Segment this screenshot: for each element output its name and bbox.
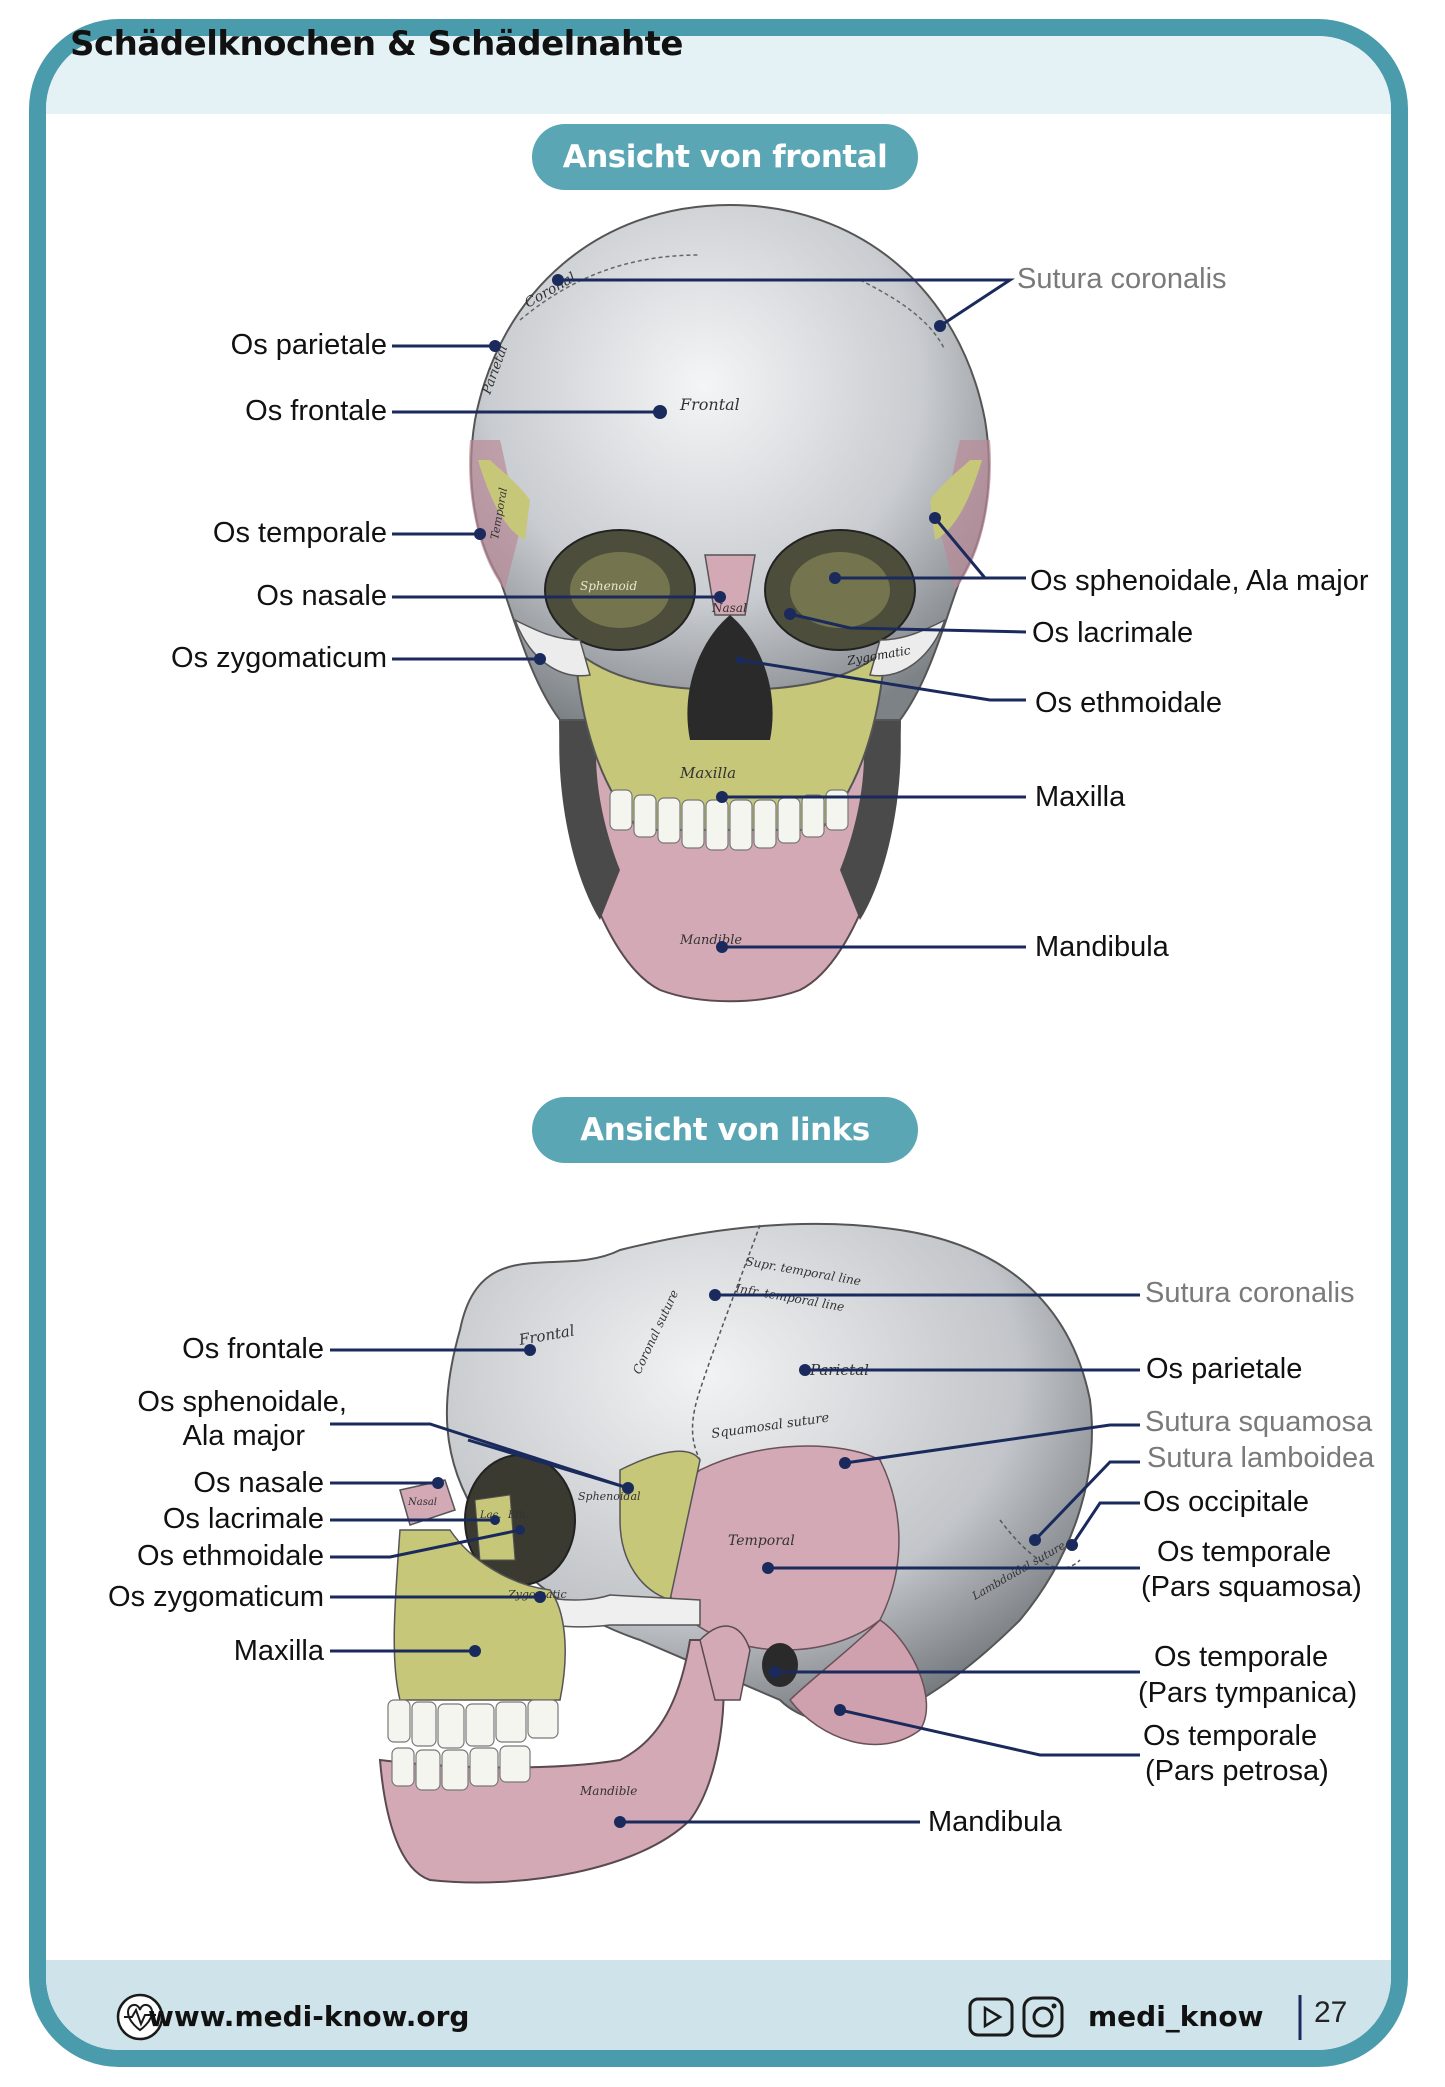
youtube-icon[interactable] — [968, 1997, 1014, 2037]
frontal-leader-dots — [474, 274, 946, 953]
label-frontal-os-lacrimale: Os lacrimale — [1032, 617, 1194, 649]
page-title: Schädelknochen & Schädelnahte — [70, 24, 683, 64]
label-left-temporale-tympanica-line1: Os temporale — [1154, 1641, 1329, 1673]
section-heading-frontal: Ansicht von frontal — [532, 124, 918, 190]
label-left-os-parietale: Os parietale — [1146, 1353, 1303, 1385]
lateral-skull: Frontal Parietal Temporal Squamosal sutu… — [378, 1222, 1093, 1884]
label-frontal-os-temporale: Os temporale — [212, 517, 387, 549]
label-left-maxilla: Maxilla — [233, 1635, 324, 1667]
label-left-os-sphenoidale-line2: Ala major — [182, 1420, 306, 1452]
label-left-os-zygomaticum: Os zygomaticum — [108, 1581, 324, 1613]
engraved-frontal: Frontal — [679, 395, 740, 414]
label-left-temporale-squamosa-line2: (Pars squamosa) — [1141, 1571, 1362, 1603]
heartbeat-logo-icon — [116, 1993, 164, 2041]
label-frontal-os-nasale: Os nasale — [256, 580, 387, 612]
engraved-lateral-ethmoid: Eth. — [507, 1510, 529, 1521]
label-frontal-mandibula: Mandibula — [1035, 931, 1169, 963]
engraved-lateral-mandible: Mandible — [579, 1784, 637, 1798]
footer-website-link[interactable]: www.medi-know.org — [148, 2000, 470, 2033]
frontal-leader-lines — [392, 278, 1027, 949]
engraved-lateral-lacrimal: Lac. — [479, 1510, 501, 1521]
label-frontal-os-sphenoidale: Os sphenoidale, Ala major — [1030, 565, 1369, 597]
label-left-os-nasale: Os nasale — [193, 1467, 324, 1499]
label-left-os-ethmoidale: Os ethmoidale — [137, 1540, 324, 1572]
label-frontal-os-zygomaticum: Os zygomaticum — [171, 642, 387, 674]
label-left-os-lacrimale: Os lacrimale — [162, 1503, 324, 1535]
label-left-temporale-petrosa-line1: Os temporale — [1143, 1720, 1318, 1752]
lateral-leader-dots — [432, 1289, 1078, 1828]
label-left-os-occipitale: Os occipitale — [1143, 1486, 1310, 1518]
lateral-leader-lines — [330, 1293, 1140, 1824]
label-left-temporale-tympanica-line2: (Pars tympanica) — [1138, 1677, 1358, 1709]
engraved-sphenoid: Sphenoid — [580, 579, 638, 593]
section-heading-left: Ansicht von links — [532, 1097, 918, 1163]
label-left-sutura-squamosa: Sutura squamosa — [1145, 1406, 1373, 1438]
instagram-icon[interactable] — [1022, 1996, 1064, 2038]
label-frontal-os-ethmoidale: Os ethmoidale — [1035, 687, 1222, 719]
footer-social-handle[interactable]: medi_know — [1088, 2000, 1264, 2033]
label-frontal-os-frontale: Os frontale — [245, 395, 387, 427]
engraved-nasal: Nasal — [711, 601, 747, 615]
label-left-os-frontale: Os frontale — [182, 1333, 324, 1365]
label-left-sutura-coronalis: Sutura coronalis — [1145, 1277, 1355, 1309]
engraved-maxilla: Maxilla — [679, 764, 736, 782]
lateral-maxilla-shape — [393, 1529, 566, 1701]
label-frontal-maxilla: Maxilla — [1035, 781, 1126, 813]
label-frontal-os-parietale: Os parietale — [230, 329, 387, 361]
engraved-lateral-nasal: Nasal — [407, 1497, 437, 1508]
frontal-skull: Frontal Coronal Parietal Nasal Sphenoid … — [469, 203, 991, 1003]
header-band — [46, 36, 1391, 114]
footer-band — [46, 1960, 1391, 2050]
label-left-mandibula: Mandibula — [928, 1806, 1062, 1838]
label-frontal-sutura-coronalis: Sutura coronalis — [1017, 263, 1227, 295]
label-left-os-sphenoidale-line1: Os sphenoidale, — [137, 1386, 347, 1418]
label-left-temporale-petrosa-line2: (Pars petrosa) — [1145, 1755, 1329, 1787]
engraved-lateral-temporal: Temporal — [728, 1533, 795, 1549]
label-left-sutura-lamboidea: Sutura lamboidea — [1147, 1442, 1375, 1474]
page-number: 27 — [1314, 1996, 1348, 2029]
label-left-temporale-squamosa-line1: Os temporale — [1157, 1536, 1332, 1568]
